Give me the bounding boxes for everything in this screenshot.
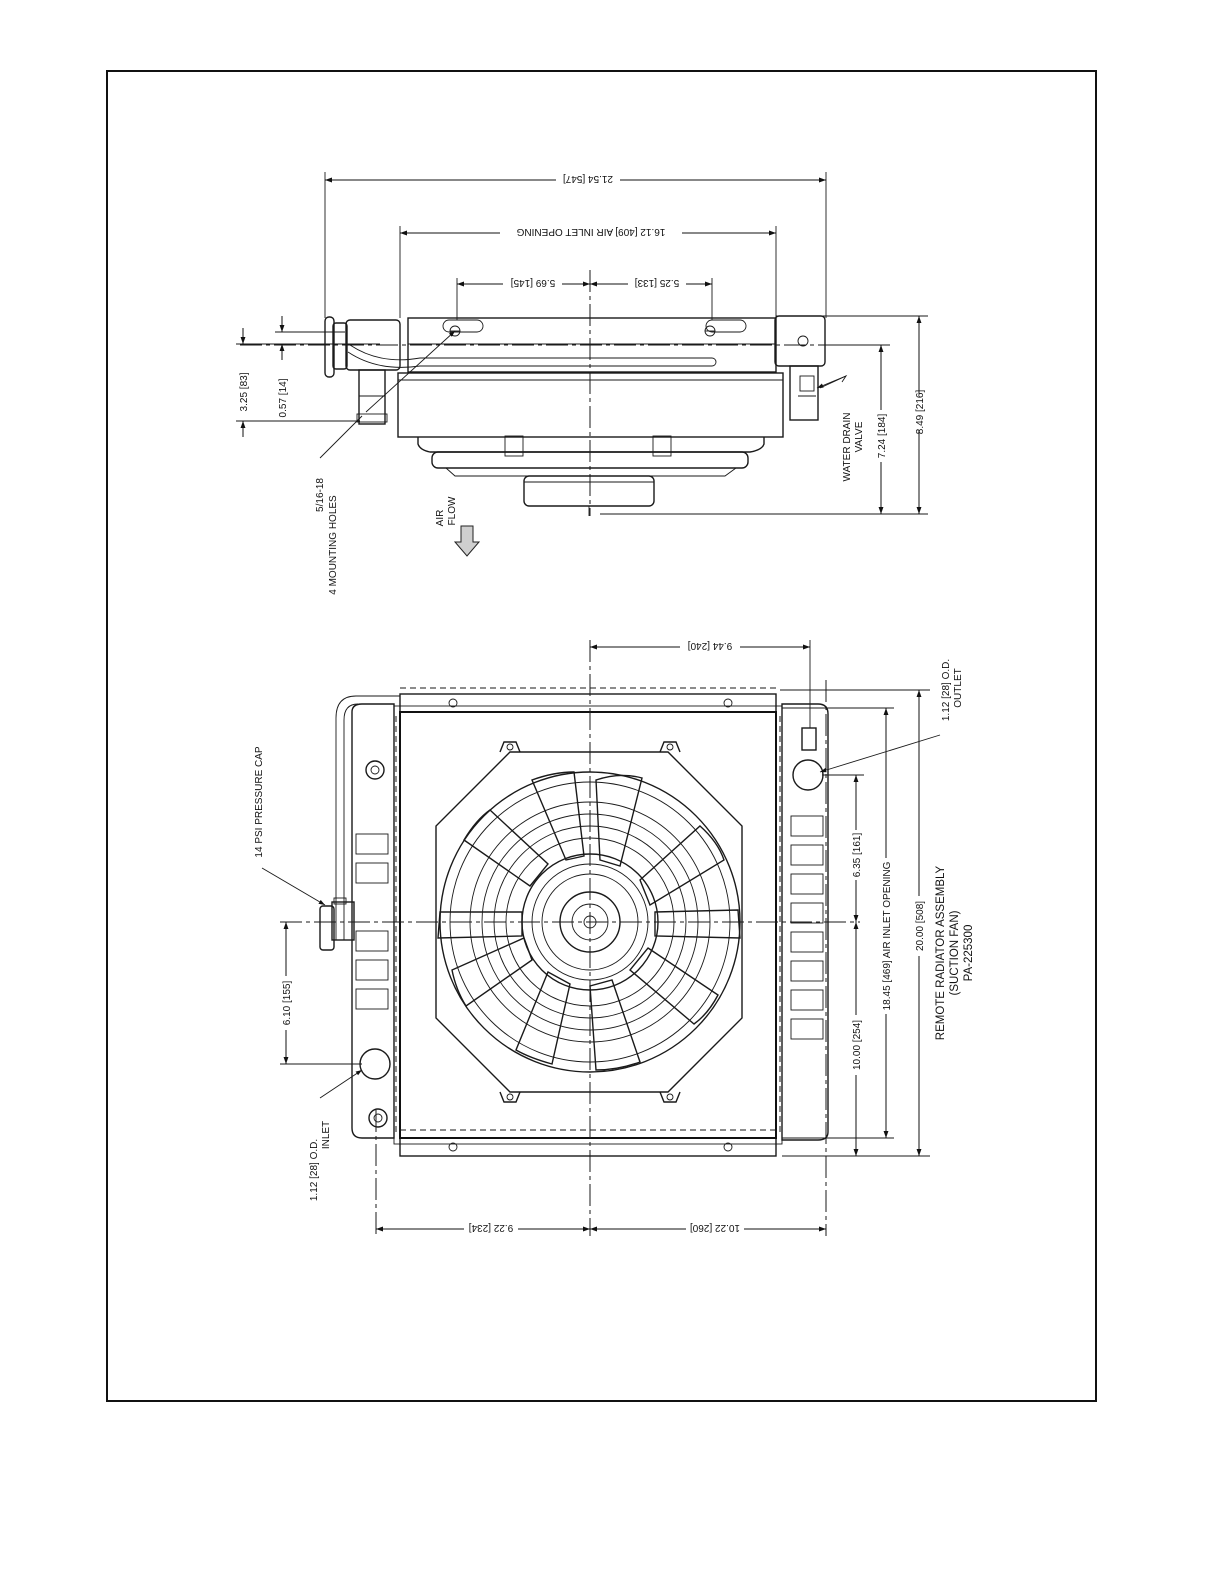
dim-overall-height: 20.00 [508] xyxy=(915,901,926,951)
dim-air-inlet-width: 16.12 [409] AIR INLET OPENING xyxy=(516,226,665,237)
top-leaders xyxy=(319,330,848,459)
air-flow-arrow-icon xyxy=(453,525,481,557)
label-holes-line1: 5/16-18 xyxy=(315,478,326,512)
dim-fan-depth: 7.24 [184] xyxy=(877,414,888,459)
label-outlet-line2: OUTLET xyxy=(953,668,964,707)
label-inlet-line1: 1.12 [28] O.D. xyxy=(309,1139,320,1201)
dim-hole-right: 5.25 [133] xyxy=(635,277,680,288)
label-outlet-line1: 1.12 [28] O.D. xyxy=(941,659,952,721)
top-dimension-lines xyxy=(240,177,922,514)
dim-hole-left: 5.69 [145] xyxy=(511,277,556,288)
dim-bottom-left: 9.22 [234] xyxy=(469,1222,514,1233)
label-drain-line2: VALVE xyxy=(854,421,865,452)
dim-fitting-offset: 0.57 [14] xyxy=(278,378,289,417)
title-line2: (SUCTION FAN) xyxy=(949,910,961,995)
dim-outlet-offset: 9.44 [240] xyxy=(688,640,733,651)
top-view xyxy=(236,172,928,516)
dim-cap-offset: 6.10 [155] xyxy=(282,981,293,1026)
dim-fitting-depth: 3.25 [83] xyxy=(239,372,250,411)
dim-overall-depth: 8.49 [216] xyxy=(915,390,926,435)
front-dimension-lines xyxy=(283,644,922,1232)
title-line3: PA-225300 xyxy=(963,925,975,982)
dim-bottom-right: 10.22 [260] xyxy=(690,1222,740,1233)
dim-lower-offset: 10.00 [254] xyxy=(852,1020,863,1070)
dim-overall-width: 21.54 [547] xyxy=(563,173,613,184)
label-air-line1: AIR xyxy=(435,510,446,527)
dim-air-inlet-height: 18.45 [469] AIR INLET OPENING xyxy=(882,861,893,1010)
front-view xyxy=(280,640,930,1236)
fan-blades xyxy=(437,771,741,1071)
label-holes-line2: 4 MOUNTING HOLES xyxy=(328,495,339,595)
label-drain-line1: WATER DRAIN xyxy=(842,413,853,482)
label-inlet-line2: INLET xyxy=(321,1121,332,1149)
sheet-border xyxy=(106,70,1097,1402)
title-line1: REMOTE RADIATOR ASSEMBLY xyxy=(935,865,947,1040)
label-pressure-cap: 14 PSI PRESSURE CAP xyxy=(254,746,265,857)
front-leaders xyxy=(261,734,941,1099)
dim-upper-offset: 6.35 [161] xyxy=(852,833,863,878)
label-air-line2: FLOW xyxy=(447,496,458,525)
